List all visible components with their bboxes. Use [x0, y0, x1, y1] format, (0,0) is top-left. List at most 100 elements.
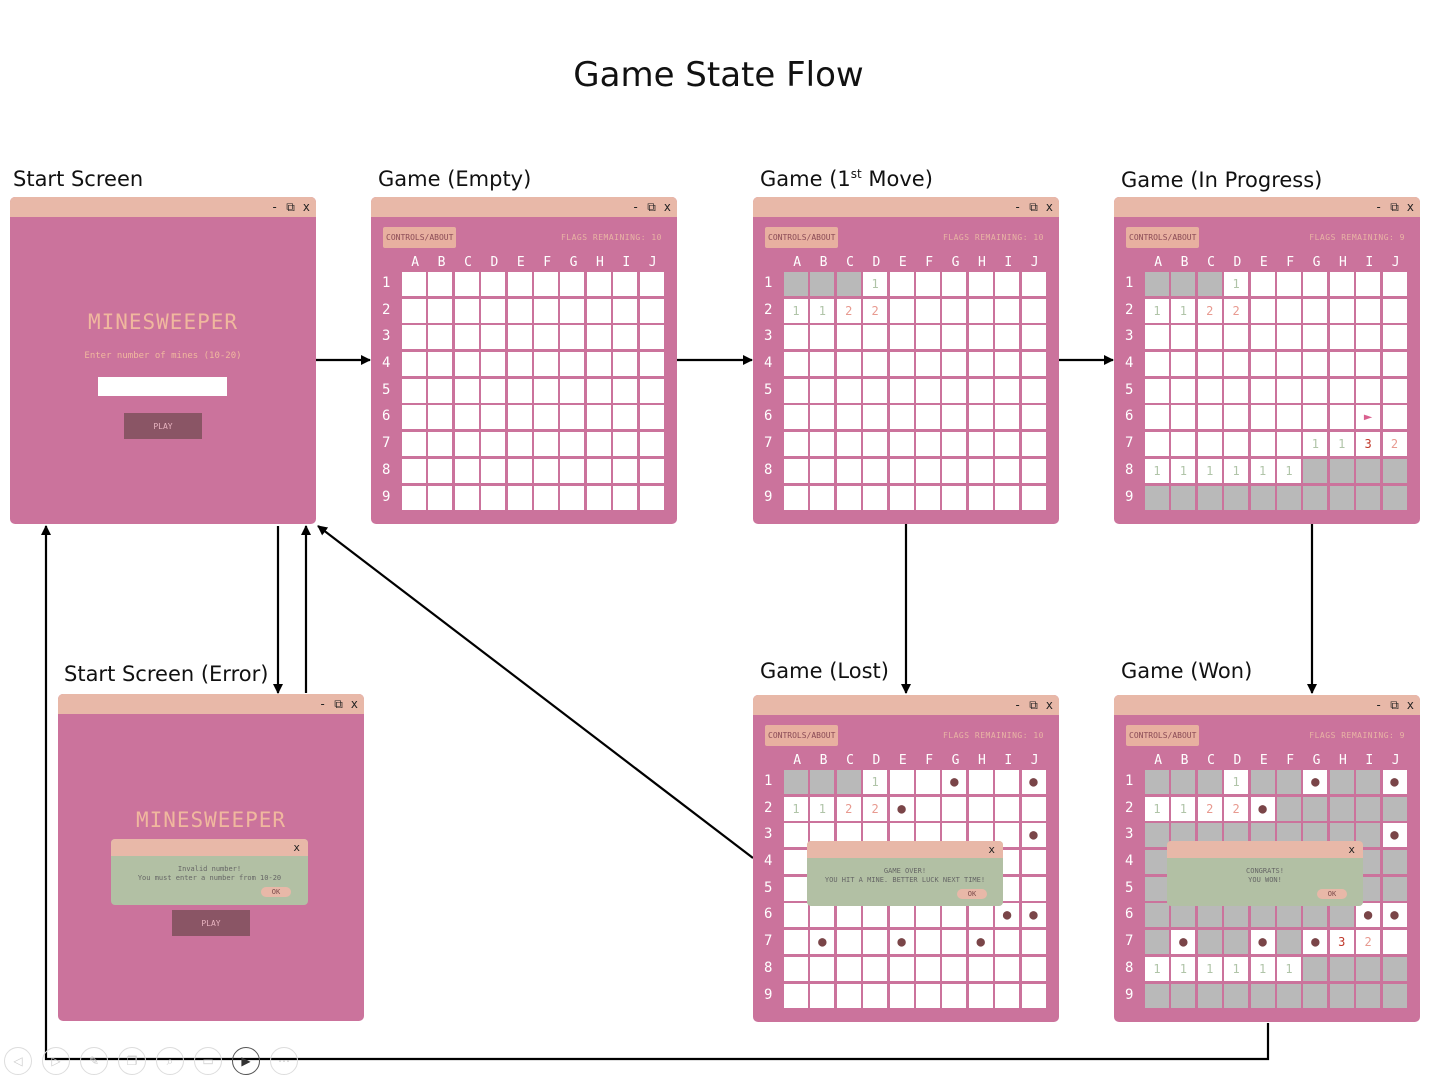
cell-F1[interactable]	[533, 272, 558, 296]
cell-G9[interactable]	[560, 485, 585, 510]
cell-C7[interactable]	[454, 432, 479, 457]
cell-D8[interactable]	[863, 458, 888, 483]
cell-D9[interactable]	[1224, 485, 1249, 510]
cell-I9[interactable]	[1356, 485, 1381, 510]
cell-A3[interactable]	[1145, 325, 1169, 350]
cell-F7[interactable]	[1276, 930, 1301, 955]
cell-I5[interactable]	[613, 378, 638, 403]
cell-J1[interactable]: ●	[1021, 770, 1046, 794]
cell-F2[interactable]	[915, 796, 940, 821]
cell-I1[interactable]	[1356, 272, 1381, 296]
cell-I4[interactable]	[1356, 352, 1381, 377]
cell-C5[interactable]	[1197, 378, 1222, 403]
cell-F5[interactable]	[915, 378, 940, 403]
cell-G8[interactable]	[1303, 458, 1328, 483]
cell-H9[interactable]	[1329, 485, 1354, 510]
cell-J9[interactable]	[1021, 485, 1046, 510]
cell-C7[interactable]	[836, 432, 861, 457]
cell-A4[interactable]	[784, 850, 808, 875]
cell-A6[interactable]	[784, 405, 808, 430]
cell-H6[interactable]	[1329, 405, 1354, 430]
cell-I2[interactable]	[995, 796, 1020, 821]
cell-D8[interactable]: 1	[1224, 458, 1249, 483]
cell-B9[interactable]	[1171, 983, 1196, 1008]
cell-J1[interactable]	[639, 272, 664, 296]
cell-F9[interactable]	[1276, 983, 1301, 1008]
cell-E7[interactable]	[889, 432, 914, 457]
cell-I4[interactable]	[995, 352, 1020, 377]
close-icon[interactable]: x	[1045, 200, 1053, 214]
cell-B6[interactable]	[428, 405, 453, 430]
cell-D7[interactable]	[481, 432, 506, 457]
cell-E1[interactable]	[1250, 770, 1275, 794]
cell-D6[interactable]	[481, 405, 506, 430]
cell-F6[interactable]	[915, 903, 940, 928]
cell-F8[interactable]	[915, 458, 940, 483]
cell-C2[interactable]	[454, 298, 479, 323]
cell-H7[interactable]	[968, 432, 993, 457]
cell-I7[interactable]	[995, 432, 1020, 457]
cell-J1[interactable]	[1382, 272, 1407, 296]
cell-D8[interactable]: 1	[1224, 956, 1249, 981]
cell-D2[interactable]: 2	[863, 298, 888, 323]
cell-F8[interactable]: 1	[1276, 458, 1301, 483]
cell-I1[interactable]	[995, 770, 1020, 794]
cell-E2[interactable]	[507, 298, 532, 323]
cell-D8[interactable]	[863, 956, 888, 981]
cell-B8[interactable]	[810, 956, 835, 981]
cell-B7[interactable]: ●	[810, 930, 835, 955]
cell-E1[interactable]	[1250, 272, 1275, 296]
cell-A5[interactable]	[402, 378, 426, 403]
cell-I9[interactable]	[613, 485, 638, 510]
cell-C3[interactable]	[836, 325, 861, 350]
ok-button[interactable]: OK	[1317, 889, 1347, 899]
minimize-icon[interactable]: -	[1013, 200, 1022, 214]
play-button[interactable]: PLAY	[172, 910, 250, 936]
cell-J2[interactable]	[1021, 796, 1046, 821]
cell-E3[interactable]	[507, 325, 532, 350]
cell-E7[interactable]: ●	[889, 930, 914, 955]
cell-E8[interactable]	[889, 956, 914, 981]
cell-B5[interactable]	[428, 378, 453, 403]
cell-B8[interactable]: 1	[1171, 956, 1196, 981]
restore-icon[interactable]: ⧉	[334, 697, 343, 711]
cell-C9[interactable]	[454, 485, 479, 510]
cell-G6[interactable]	[1303, 903, 1328, 928]
cell-A9[interactable]	[784, 485, 808, 510]
cell-C9[interactable]	[836, 983, 861, 1008]
cell-A7[interactable]	[1145, 930, 1169, 955]
cell-E3[interactable]	[889, 325, 914, 350]
cell-B1[interactable]	[428, 272, 453, 296]
cell-G8[interactable]	[560, 458, 585, 483]
cell-G2[interactable]	[1303, 796, 1328, 821]
cell-D4[interactable]	[481, 352, 506, 377]
cell-A1[interactable]	[784, 272, 808, 296]
cell-A5[interactable]	[784, 876, 808, 901]
back-icon[interactable]: ◁	[4, 1047, 32, 1075]
cell-A6[interactable]	[1145, 405, 1169, 430]
controls-about-button[interactable]: CONTROLS/ABOUT	[765, 725, 839, 746]
cell-A2[interactable]: 1	[1145, 796, 1169, 821]
cell-A1[interactable]	[1145, 272, 1169, 296]
cell-C1[interactable]	[454, 272, 479, 296]
cell-B6[interactable]	[810, 903, 835, 928]
restore-icon[interactable]: ⧉	[286, 200, 295, 214]
cell-J7[interactable]	[1021, 432, 1046, 457]
cell-I8[interactable]	[1356, 956, 1381, 981]
cell-H2[interactable]	[1329, 298, 1354, 323]
cell-F7[interactable]	[915, 432, 940, 457]
cell-I3[interactable]	[1356, 325, 1381, 350]
cell-F1[interactable]	[1276, 770, 1301, 794]
cell-I7[interactable]	[995, 930, 1020, 955]
cell-E5[interactable]	[889, 378, 914, 403]
cell-A9[interactable]	[784, 983, 808, 1008]
close-icon[interactable]: x	[1045, 698, 1053, 712]
cell-C4[interactable]	[1197, 352, 1222, 377]
cell-B1[interactable]	[810, 770, 835, 794]
cell-J7[interactable]	[639, 432, 664, 457]
cell-I5[interactable]	[995, 378, 1020, 403]
cell-C9[interactable]	[836, 485, 861, 510]
cell-J9[interactable]	[639, 485, 664, 510]
cell-H8[interactable]	[1329, 956, 1354, 981]
cell-D4[interactable]	[1224, 352, 1249, 377]
